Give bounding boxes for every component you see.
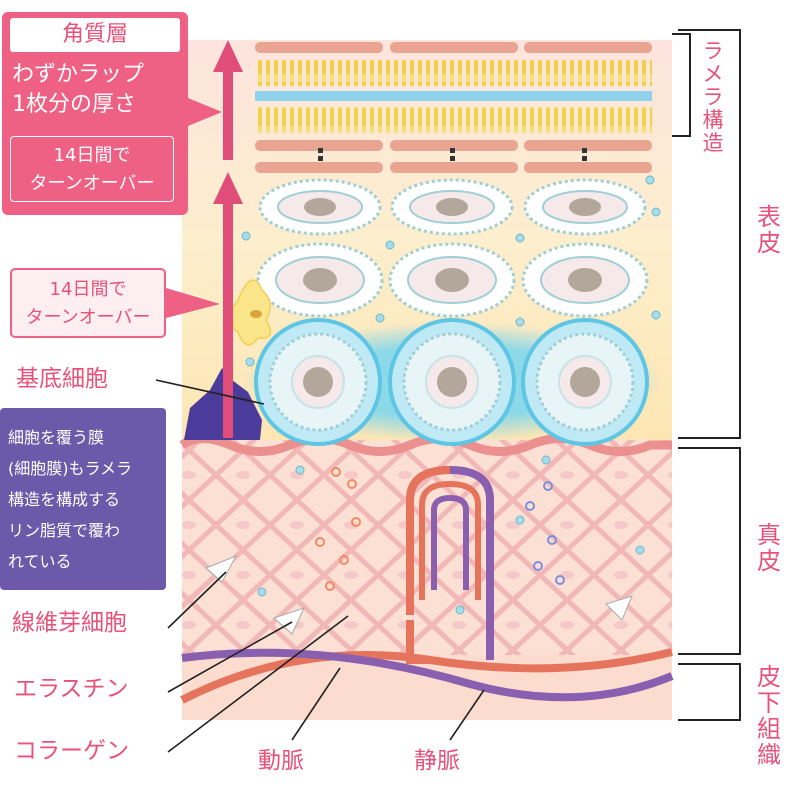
fibroblast-cell: [273, 607, 305, 635]
lipid-molecules: [241, 175, 661, 615]
artery-vessel: [180, 648, 673, 704]
dermis-small-cells: [315, 467, 361, 591]
stratum-corneum-turnover: 14日間で ターンオーバー: [10, 136, 174, 202]
spinous-cells-row: [256, 242, 649, 318]
fibroblast-label: 線維芽細胞: [12, 610, 127, 636]
dermis-blue-cells: [525, 481, 565, 585]
artery-label: 動脈: [258, 748, 304, 774]
basal-cell-label: 基底細胞: [16, 366, 108, 392]
cell-membrane-description: 細胞を覆う膜 (細胞膜)もラメラ 構造を構成する リン脂質で覆わ れている: [8, 428, 133, 571]
epidermis-label: 表皮: [757, 203, 781, 257]
melanocyte: [229, 279, 272, 346]
stratum-corneum-callout: 角質層 わずかラップ 1枚分の厚さ 14日間で ターンオーバー: [2, 12, 188, 215]
vein-vessel: [181, 648, 674, 702]
leader-lines: [155, 379, 485, 753]
basal-cells-row: [242, 318, 662, 446]
lamellar-structure: [255, 42, 652, 173]
granular-cells-row: [258, 178, 647, 236]
dermis-label: 真皮: [757, 521, 781, 575]
fibroblast-cell: [205, 555, 238, 583]
vein-label: 静脈: [414, 748, 460, 774]
callout-pointer: [188, 98, 222, 126]
lamellar-label: ラメラ構造: [702, 39, 724, 155]
fibroblast-cell: [605, 595, 633, 621]
layer-brackets: [672, 29, 741, 721]
callout-pointer: [166, 288, 220, 318]
collagen-label: コラーゲン: [14, 738, 129, 764]
cell-membrane-callout: 細胞を覆う膜 (細胞膜)もラメラ 構造を構成する リン脂質で覆わ れている: [0, 408, 166, 590]
capillary-loop: [406, 465, 494, 664]
stratum-corneum-description: わずかラップ 1枚分の厚さ: [12, 62, 145, 117]
turnover-callout: 14日間で ターンオーバー: [10, 268, 166, 338]
turnover-arrow: [213, 40, 243, 438]
subcutis-label: 皮下組織: [757, 663, 781, 769]
elastin-label: エラスチン: [14, 676, 129, 702]
stratum-corneum-title: 角質層: [10, 18, 180, 52]
